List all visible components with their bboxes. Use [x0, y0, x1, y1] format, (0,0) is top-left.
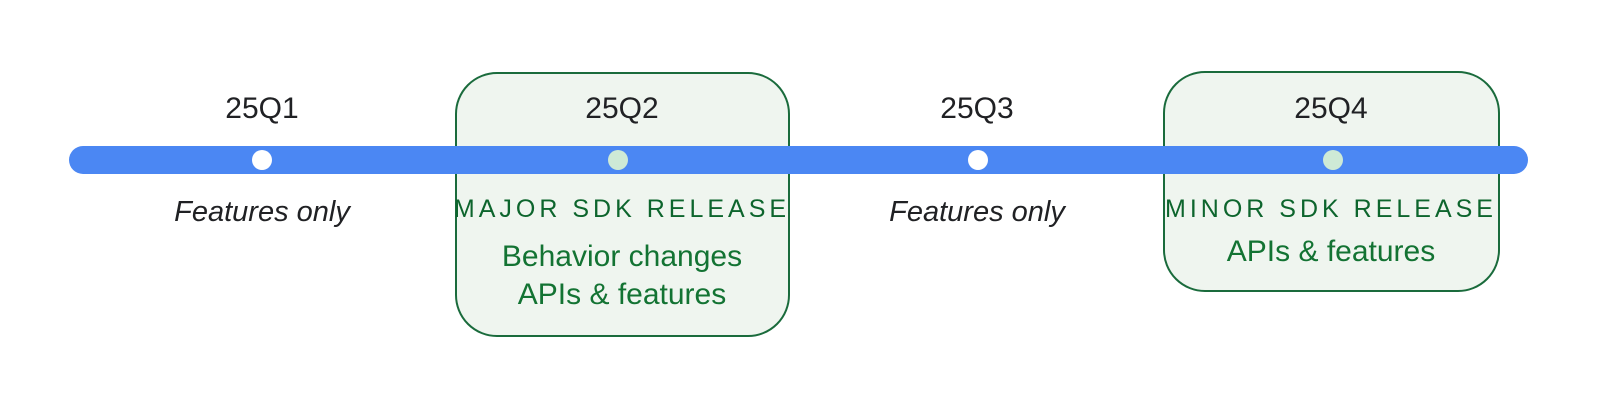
release-card-25q4: [1163, 71, 1500, 292]
release-line-apis-features-25q2: APIs & features: [517, 278, 727, 311]
release-line-apis-features-25q4: APIs & features: [1226, 235, 1436, 268]
release-line-behavior-changes: Behavior changes: [501, 240, 743, 273]
note-features-only-25q1: Features only: [174, 196, 350, 228]
release-card-25q2: [455, 72, 790, 337]
milestone-dot-25q1: [252, 150, 272, 170]
milestone-dot-25q2: [608, 150, 628, 170]
milestone-dot-25q4: [1323, 150, 1343, 170]
quarter-label-25q2: 25Q2: [585, 92, 659, 125]
quarter-label-25q3: 25Q3: [940, 92, 1014, 125]
note-features-only-25q3: Features only: [889, 196, 1065, 228]
quarter-label-25q4: 25Q4: [1294, 92, 1368, 125]
milestone-dot-25q3: [968, 150, 988, 170]
release-heading-25q2: MAJOR SDK RELEASE: [453, 195, 791, 223]
timeline-bar: [69, 146, 1528, 174]
quarter-label-25q1: 25Q1: [225, 92, 299, 125]
release-heading-25q4: MINOR SDK RELEASE: [1165, 195, 1497, 223]
